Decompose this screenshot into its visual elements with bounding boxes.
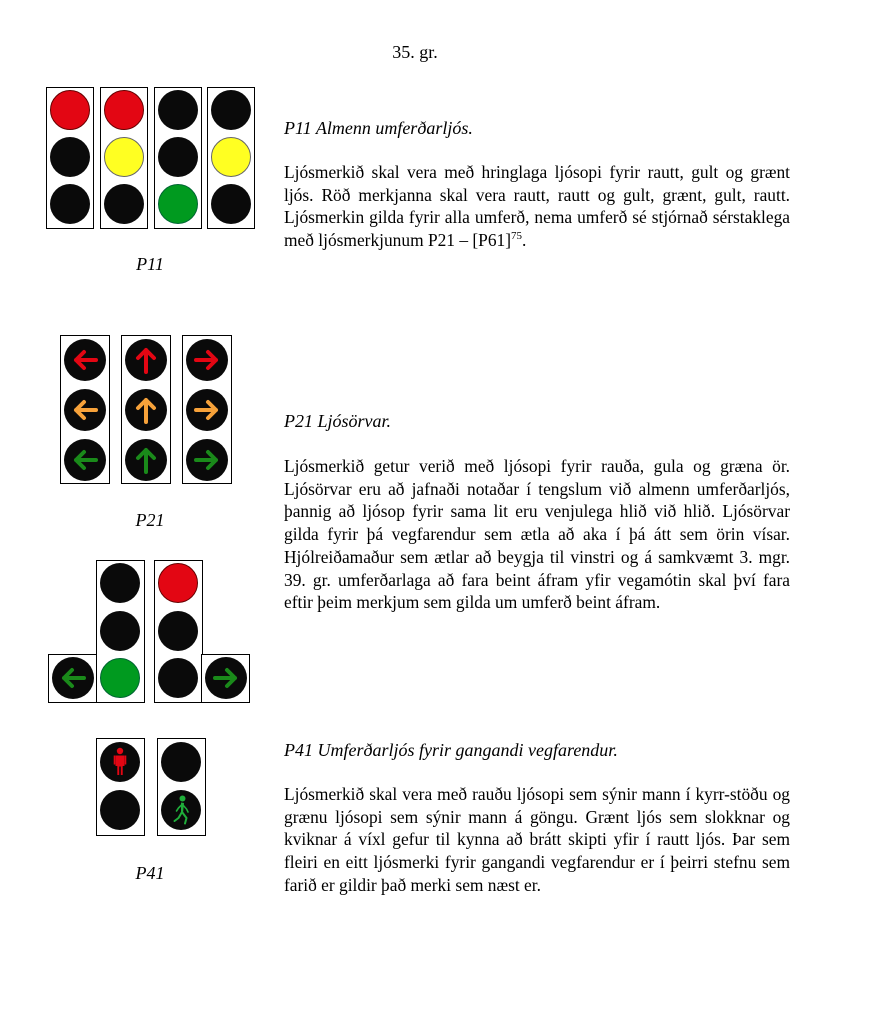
p11-caption: P11 <box>136 254 164 274</box>
dark-lamp <box>211 90 251 130</box>
dark-lamp <box>100 790 140 830</box>
red-right-arrow-icon <box>186 339 228 381</box>
green-left-arrow-icon <box>52 657 94 699</box>
red-lamp <box>158 563 198 603</box>
dark-lamp <box>211 184 251 224</box>
p41-caption: P41 <box>135 863 165 883</box>
p41-title: P41 Umferðarljós fyrir gangandi vegfaren… <box>284 740 618 760</box>
dark-lamp <box>50 184 90 224</box>
dark-lamp <box>161 742 201 782</box>
dark-lamp <box>158 90 198 130</box>
green-left-arrow-icon <box>64 439 106 481</box>
amber-right-arrow-icon <box>186 389 228 431</box>
red-lamp <box>50 90 90 130</box>
p11-title: P11 Almenn umferðarljós. <box>284 118 473 138</box>
dark-lamp <box>100 611 140 651</box>
red-lamp <box>104 90 144 130</box>
green-right-arrow-icon <box>186 439 228 481</box>
yellow-lamp <box>104 137 144 177</box>
dark-lamp <box>158 658 198 698</box>
green-lamp <box>158 184 198 224</box>
dark-lamp <box>158 611 198 651</box>
footnote-marker: 75 <box>511 230 523 243</box>
green-lamp <box>100 658 140 698</box>
amber-up-arrow-icon <box>125 389 167 431</box>
green-walking-man-icon <box>161 790 201 830</box>
green-up-arrow-icon <box>125 439 167 481</box>
p41-text: Ljósmerkið skal vera með rauðu ljósopi s… <box>284 784 790 895</box>
dark-lamp <box>104 184 144 224</box>
red-up-arrow-icon <box>125 339 167 381</box>
p11-text: Ljósmerkið skal vera með hringlaga ljóso… <box>284 162 790 251</box>
amber-left-arrow-icon <box>64 389 106 431</box>
dark-lamp <box>158 137 198 177</box>
dark-lamp <box>50 137 90 177</box>
green-right-arrow-icon <box>205 657 247 699</box>
red-left-arrow-icon <box>64 339 106 381</box>
article-heading: 35. gr. <box>392 42 438 62</box>
p21-caption: P21 <box>135 510 165 530</box>
p21-title: P21 Ljósörvar. <box>284 411 392 431</box>
yellow-lamp <box>211 137 251 177</box>
dark-lamp <box>100 563 140 603</box>
p21-text: Ljósmerkið getur verið með ljósopi fyrir… <box>284 456 790 613</box>
red-standing-man-icon <box>100 742 140 782</box>
